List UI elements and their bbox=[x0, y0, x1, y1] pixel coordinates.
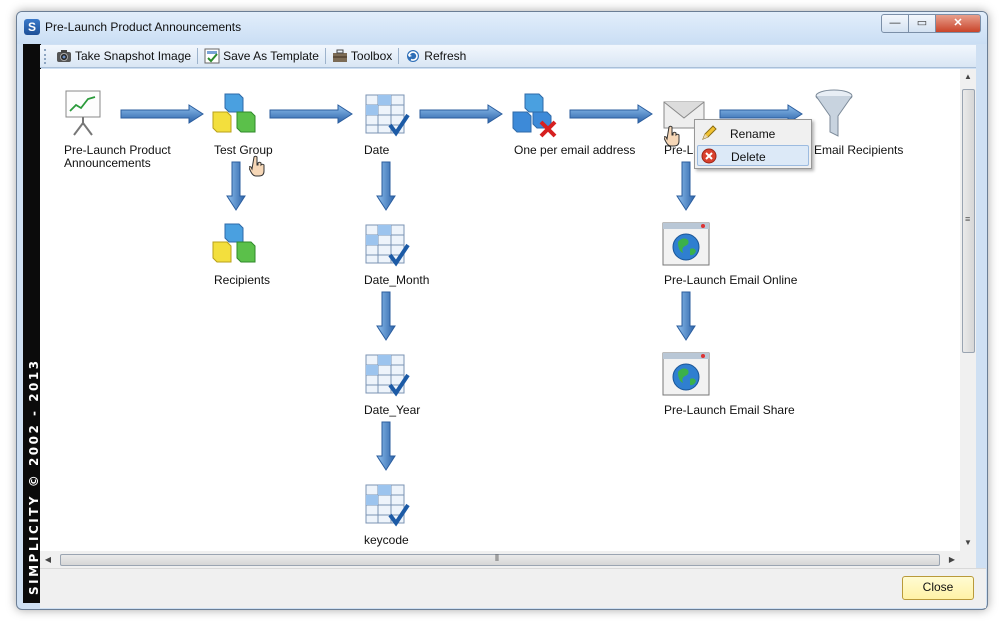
close-button[interactable]: Close bbox=[902, 576, 974, 600]
node-one-per-email[interactable] bbox=[511, 92, 561, 141]
save-as-template-label: Save As Template bbox=[223, 49, 319, 63]
context-menu-delete[interactable]: Delete bbox=[697, 145, 809, 166]
cubes-icon bbox=[212, 223, 256, 263]
delete-icon bbox=[701, 148, 717, 164]
refresh-label: Refresh bbox=[424, 49, 467, 63]
table-check-icon bbox=[365, 354, 410, 397]
node-start-label-line2: Announcements bbox=[64, 156, 151, 170]
node-email-share[interactable] bbox=[662, 352, 710, 399]
arrow-right bbox=[419, 104, 503, 124]
scroll-right-arrow-icon[interactable]: ▶ bbox=[948, 555, 956, 564]
arrow-right bbox=[719, 104, 803, 124]
grip-icon: ≡ bbox=[965, 214, 971, 224]
arrow-down bbox=[376, 421, 396, 471]
context-menu-rename-label: Rename bbox=[730, 127, 776, 141]
vertical-scroll-thumb[interactable]: ≡ bbox=[962, 89, 975, 353]
toolbar: Take Snapshot Image Save As Template Too… bbox=[40, 45, 976, 68]
node-email-online-label: Pre-Launch Email Online bbox=[664, 273, 798, 287]
node-date-month[interactable] bbox=[364, 223, 410, 270]
arrow-right bbox=[569, 104, 653, 124]
node-one-per-email-label: One per email address bbox=[514, 143, 636, 157]
node-email-online[interactable] bbox=[662, 222, 710, 269]
toolbox-label: Toolbox bbox=[350, 49, 393, 63]
scroll-up-arrow-icon[interactable]: ▲ bbox=[964, 72, 972, 81]
close-window-button[interactable]: ✕ bbox=[936, 14, 981, 33]
node-start-label: Pre-Launch Product Announcements bbox=[64, 144, 171, 170]
node-start-label-line1: Pre-Launch Product bbox=[64, 143, 171, 157]
pencil-icon bbox=[702, 125, 717, 140]
node-recipients[interactable] bbox=[211, 222, 259, 269]
node-test-group-label: Test Group bbox=[214, 143, 273, 157]
arrow-down bbox=[376, 161, 396, 211]
scroll-left-arrow-icon[interactable]: ◀ bbox=[44, 555, 52, 564]
table-check-icon bbox=[365, 484, 410, 527]
arrow-right bbox=[269, 104, 353, 124]
node-keycode[interactable] bbox=[364, 483, 410, 530]
camera-icon bbox=[57, 50, 71, 62]
dialog-footer: Close bbox=[40, 568, 986, 608]
node-date-label: Date bbox=[364, 143, 390, 157]
node-test-group[interactable] bbox=[211, 92, 259, 139]
hand-cursor-icon bbox=[249, 155, 265, 177]
scroll-down-arrow-icon[interactable]: ▼ bbox=[964, 538, 972, 547]
refresh-icon bbox=[407, 50, 420, 62]
node-email-recipients[interactable] bbox=[812, 88, 860, 141]
cubes-remove-icon bbox=[512, 93, 557, 138]
envelope-icon bbox=[663, 101, 705, 129]
save-as-template-button[interactable]: Save As Template bbox=[200, 46, 323, 66]
funnel-icon bbox=[815, 89, 853, 137]
globe-window-icon bbox=[662, 352, 710, 396]
window-title: Pre-Launch Product Announcements bbox=[45, 20, 242, 34]
toolbox-button[interactable]: Toolbox bbox=[328, 46, 396, 66]
brand-sidebar: SIMPLICITY © 2002 - 2013 bbox=[23, 44, 41, 603]
table-check-icon bbox=[365, 224, 410, 267]
table-check-icon bbox=[365, 94, 410, 137]
node-start[interactable] bbox=[64, 89, 102, 140]
node-email-share-label: Pre-Launch Email Share bbox=[664, 403, 795, 417]
toolbar-separator bbox=[197, 48, 199, 64]
cubes-icon bbox=[212, 93, 256, 133]
minimize-button[interactable]: — bbox=[881, 14, 909, 33]
toolbar-grip[interactable] bbox=[44, 48, 49, 64]
vertical-scrollbar[interactable]: ▲ ≡ ▼ bbox=[960, 69, 976, 551]
node-date-year[interactable] bbox=[364, 353, 410, 400]
toolbox-icon bbox=[332, 49, 347, 62]
arrow-right bbox=[120, 104, 204, 124]
node-date[interactable] bbox=[364, 93, 410, 140]
template-icon bbox=[204, 48, 220, 64]
app-logo-icon: S bbox=[24, 19, 40, 35]
title-bar[interactable]: S Pre-Launch Product Announcements — ▭ ✕ bbox=[17, 12, 987, 44]
globe-window-icon bbox=[662, 222, 710, 266]
grip-icon: ⦀ bbox=[495, 553, 499, 563]
arrow-down bbox=[376, 291, 396, 341]
node-pre-launch-email[interactable] bbox=[662, 96, 706, 135]
arrow-down bbox=[676, 161, 696, 211]
take-snapshot-label: Take Snapshot Image bbox=[75, 49, 192, 63]
node-email-recipients-label: Email Recipients bbox=[814, 143, 904, 157]
arrow-down bbox=[676, 291, 696, 341]
toolbar-separator bbox=[324, 48, 326, 64]
presentation-board-icon bbox=[65, 90, 101, 136]
arrow-down bbox=[226, 161, 246, 211]
horizontal-scrollbar[interactable]: ◀ ⦀ ▶ bbox=[40, 551, 960, 568]
horizontal-scroll-thumb[interactable]: ⦀ bbox=[60, 553, 940, 566]
context-menu: Rename Delete bbox=[694, 119, 812, 169]
context-menu-rename[interactable]: Rename bbox=[697, 123, 809, 144]
node-date-month-label: Date_Month bbox=[364, 273, 430, 287]
node-date-year-label: Date_Year bbox=[364, 403, 421, 417]
maximize-button[interactable]: ▭ bbox=[909, 14, 936, 33]
hand-cursor-icon bbox=[664, 125, 680, 147]
toolbar-separator bbox=[398, 48, 400, 64]
node-keycode-label: keycode bbox=[364, 533, 409, 547]
node-pre-launch-email-label: Pre-La bbox=[664, 143, 701, 157]
refresh-button[interactable]: Refresh bbox=[401, 46, 470, 66]
take-snapshot-button[interactable]: Take Snapshot Image bbox=[52, 46, 195, 66]
scroll-corner bbox=[960, 551, 976, 568]
context-menu-delete-label: Delete bbox=[731, 150, 766, 164]
node-recipients-label: Recipients bbox=[214, 273, 271, 287]
